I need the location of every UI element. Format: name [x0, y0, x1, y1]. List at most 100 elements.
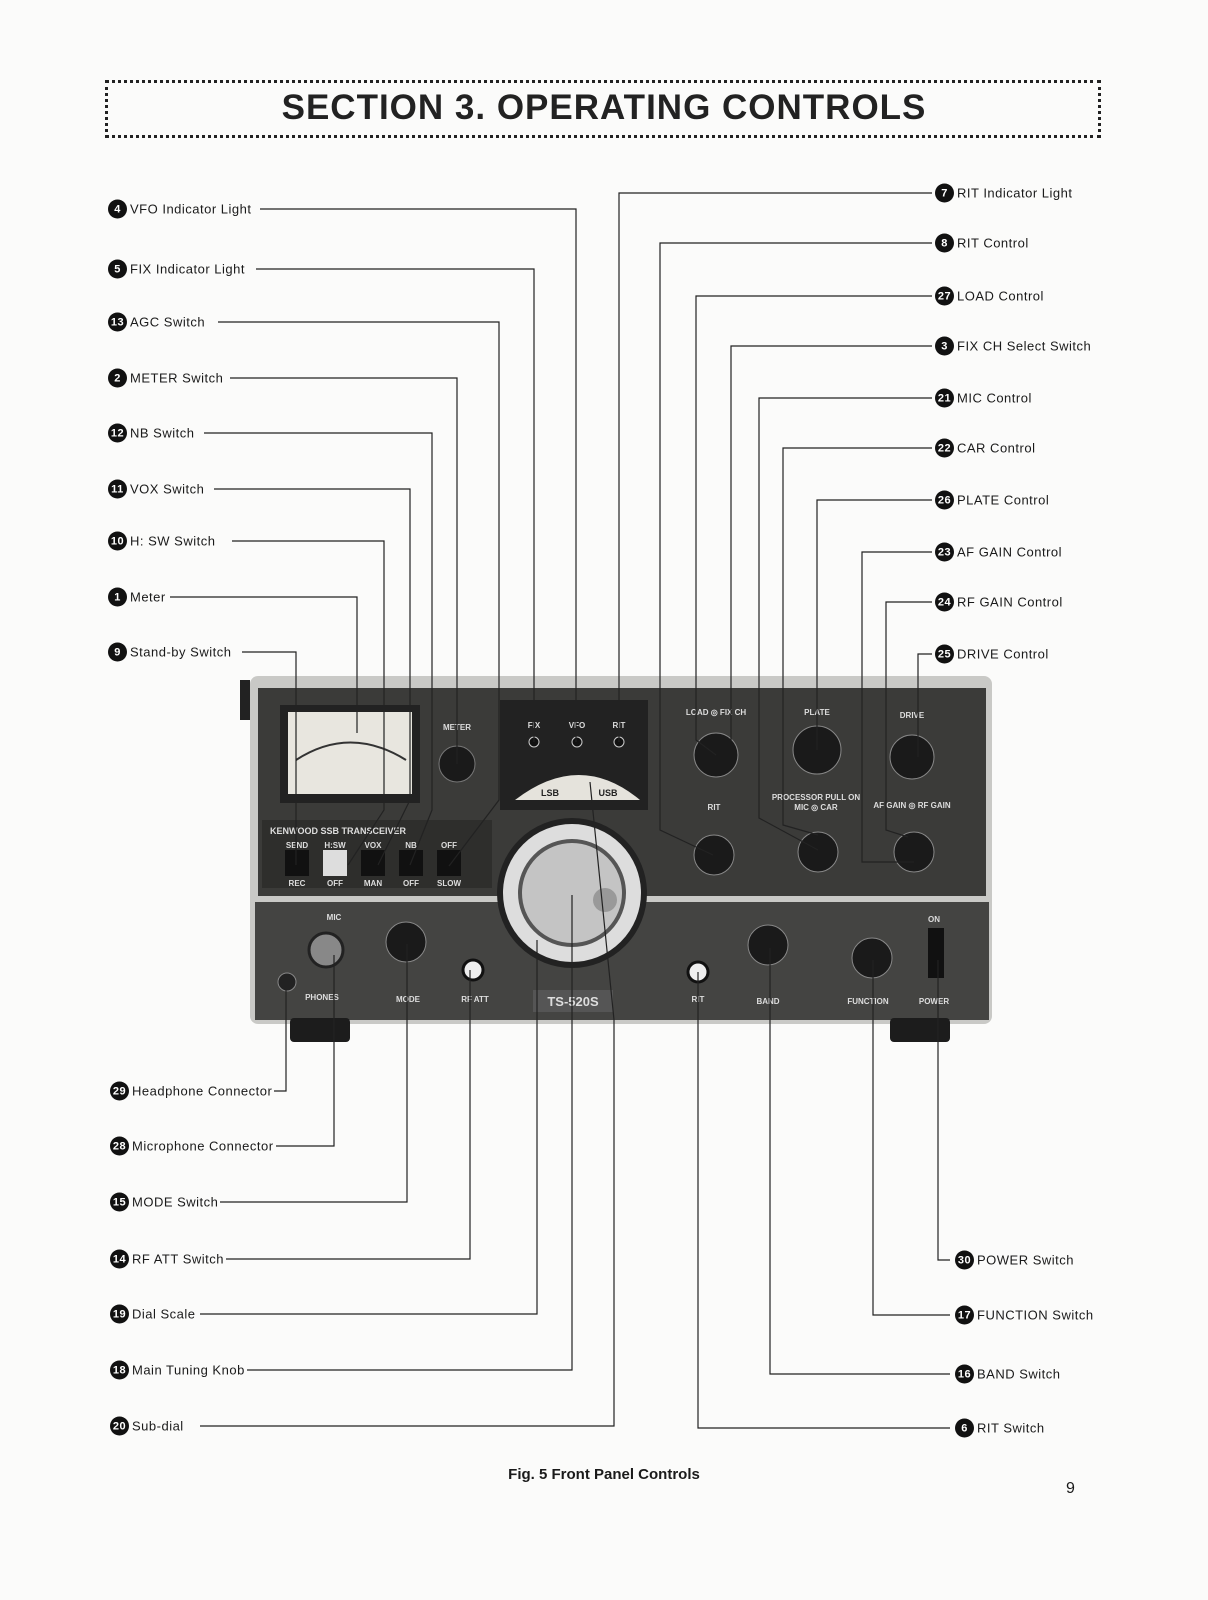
- leader-line: [885, 601, 932, 838]
- panel-switch: [437, 850, 461, 876]
- callout-number: 15: [110, 1192, 129, 1212]
- mic-car-label: MIC ◎ CAR: [794, 803, 838, 812]
- headphone-jack: [277, 972, 297, 992]
- callout-number: 28: [110, 1136, 129, 1156]
- callout-text: RIT Switch: [977, 1420, 1045, 1436]
- callout-text: RF GAIN Control: [957, 594, 1063, 610]
- callout-text: FUNCTION Switch: [977, 1307, 1094, 1323]
- switch-top-label: OFF: [441, 841, 457, 850]
- switch-top-label: VOX: [365, 841, 383, 850]
- af-rf-gain-knob: [893, 831, 935, 873]
- dial-usb-label: USB: [598, 788, 618, 798]
- power-label: POWER: [919, 997, 949, 1006]
- leader-line: [782, 447, 932, 836]
- leader-line: [697, 972, 950, 1429]
- callout-number: 19: [110, 1304, 129, 1324]
- callout-text: PLATE Control: [957, 492, 1050, 508]
- callout-number: 23: [935, 542, 954, 562]
- power-switch: [928, 928, 944, 978]
- brand-label: KENWOOD SSB TRANSCEIVER: [270, 826, 407, 836]
- callout-text: FIX Indicator Light: [130, 261, 245, 277]
- leader-line: [200, 944, 408, 1203]
- rit-knob: [693, 834, 735, 876]
- finger-dimple: [593, 888, 617, 912]
- callout-number: 18: [110, 1360, 129, 1380]
- callout-number: 22: [935, 438, 954, 458]
- callout-number: 4: [108, 199, 127, 219]
- leader-line: [200, 940, 538, 1315]
- mic-label: MIC: [327, 913, 342, 922]
- phones-label: PHONES: [305, 993, 339, 1002]
- callout-number: 9: [108, 642, 127, 662]
- callout-number: 10: [108, 531, 127, 551]
- leader-line: [242, 651, 297, 865]
- switch-bottom-label: SLOW: [437, 879, 461, 888]
- indicator-label: VFO: [569, 721, 585, 730]
- mode-knob: [385, 921, 427, 963]
- panel-switch: [361, 850, 385, 876]
- function-label: FUNCTION: [847, 997, 889, 1006]
- leader-line: [200, 781, 615, 1427]
- processor-label: PROCESSOR PULL ON: [772, 793, 861, 802]
- function-knob: [851, 937, 893, 979]
- callout-number: 29: [110, 1081, 129, 1101]
- callout-text: AGC Switch: [130, 314, 206, 330]
- callout-text: DRIVE Control: [957, 646, 1049, 662]
- switch-bottom-label: OFF: [403, 879, 419, 888]
- rf-att-switch: [461, 958, 485, 982]
- rit-label: RIT: [708, 803, 721, 812]
- callout-text: RIT Indicator Light: [957, 185, 1073, 201]
- callout-text: Dial Scale: [132, 1306, 196, 1322]
- page-number: 9: [1066, 1480, 1075, 1497]
- leader-line: [214, 488, 411, 866]
- callout-text: FIX CH Select Switch: [957, 338, 1092, 354]
- callout-text: H: SW Switch: [130, 533, 216, 549]
- callout-number: 20: [110, 1416, 129, 1436]
- callout-text: POWER Switch: [977, 1252, 1075, 1268]
- model-label: TS-520S: [547, 994, 599, 1009]
- leader-line: [695, 295, 932, 756]
- leader-line: [730, 345, 932, 740]
- callout-text: MODE Switch: [132, 1194, 219, 1210]
- callout-text: RF ATT Switch: [132, 1251, 224, 1267]
- callout-number: 11: [108, 479, 127, 499]
- leader-line: [917, 653, 932, 757]
- switch-bottom-label: OFF: [327, 879, 343, 888]
- indicator-lamp: [571, 736, 583, 748]
- callout-text: Microphone Connector: [132, 1138, 274, 1154]
- af-rf-label: AF GAIN ◎ RF GAIN: [873, 801, 950, 810]
- callout-text: AF GAIN Control: [957, 544, 1063, 560]
- callout-text: RIT Control: [957, 235, 1029, 251]
- leader-line: [260, 208, 577, 742]
- callout-number: 17: [955, 1305, 974, 1325]
- callout-number: 1: [108, 587, 127, 607]
- title-frame: [105, 80, 1101, 138]
- band-label: BAND: [756, 997, 779, 1006]
- leader-line: [769, 948, 950, 1375]
- callout-text: Sub-dial: [132, 1418, 184, 1434]
- leader-line: [659, 242, 932, 856]
